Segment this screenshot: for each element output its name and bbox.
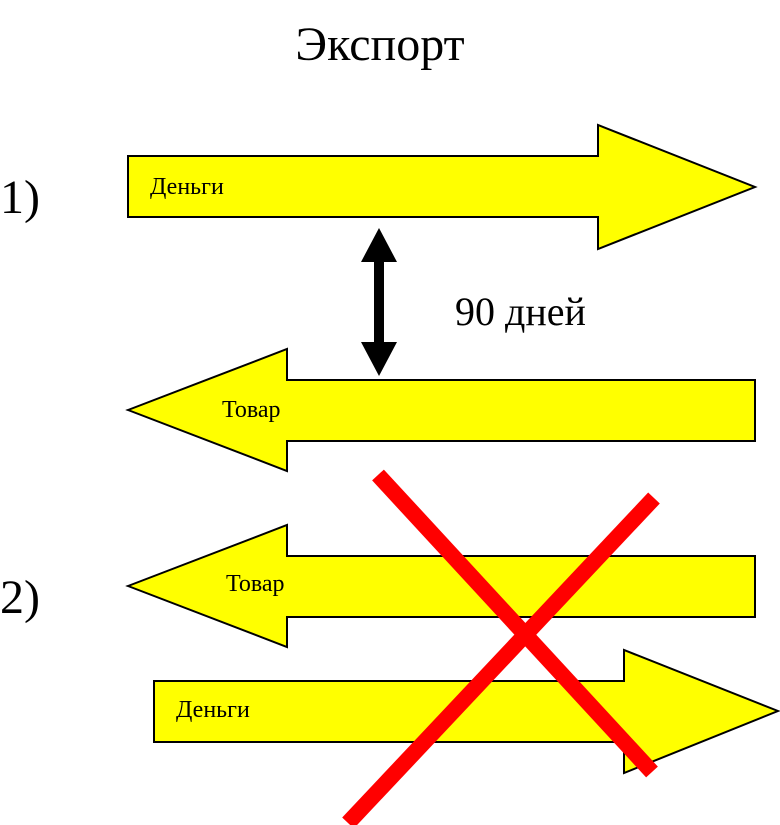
- double-arrow-shape: [361, 228, 397, 376]
- cross-line-b: [342, 492, 660, 825]
- goods-arrow-left-2: Товар: [125, 523, 756, 649]
- scenario-1-number: 1): [0, 171, 40, 224]
- double-arrow-icon: [361, 228, 397, 376]
- money-arrow-label: Деньги: [150, 174, 224, 200]
- goods-arrow-left: Товар: [125, 347, 756, 473]
- goods-arrow-shape: [125, 347, 756, 473]
- cross-out-mark: [342, 469, 660, 825]
- scenario-2-number: 2): [0, 571, 40, 624]
- money-arrow-right: Деньги: [127, 123, 758, 251]
- goods-arrow-2-label: Товар: [226, 571, 285, 597]
- money-arrow-shape: [127, 123, 758, 251]
- money-arrow-right-2: Деньги: [153, 648, 780, 775]
- scenario-2: 2) Товар Деньги: [0, 469, 780, 825]
- scenario-1: 1) Деньги 90 дней Товар: [0, 123, 758, 473]
- diagram-title: Экспорт: [295, 18, 464, 71]
- money-arrow-2-shape: [153, 648, 780, 775]
- goods-arrow-label: Товар: [222, 397, 281, 423]
- goods-arrow-2-shape: [125, 523, 756, 649]
- interval-label: 90 дней: [455, 289, 586, 334]
- money-arrow-2-label: Деньги: [176, 697, 250, 723]
- cross-line-a: [372, 469, 658, 778]
